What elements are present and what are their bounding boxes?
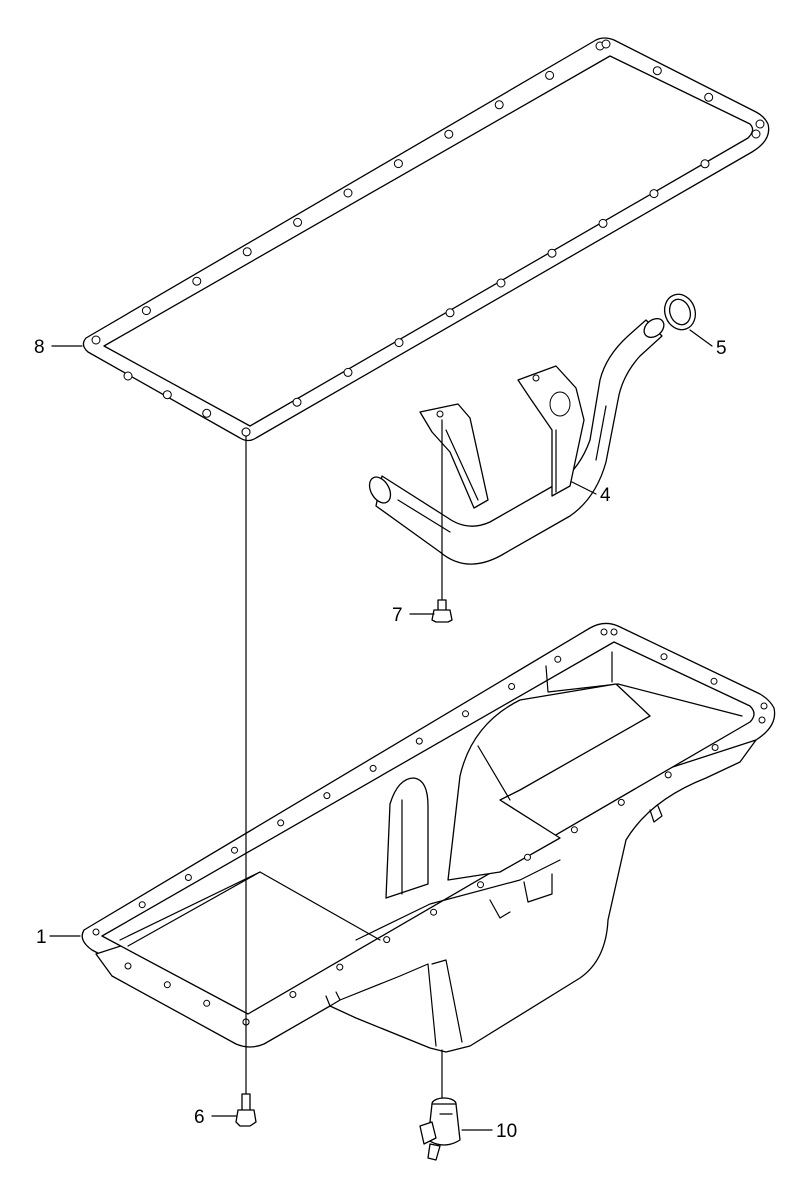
callout-label-6: 6 <box>194 1107 205 1128</box>
bolt-hole <box>277 819 285 827</box>
bolt-hole <box>203 999 211 1007</box>
bolt-hole <box>415 737 423 745</box>
callout-10: 10 <box>461 1121 517 1142</box>
callout-6: 6 <box>194 1107 237 1128</box>
bolt-part-6[interactable] <box>235 435 257 1127</box>
bolt-hole <box>343 188 353 198</box>
bolt-hole <box>393 159 403 169</box>
bolt-hole <box>598 218 608 228</box>
bolt-hole <box>184 874 192 881</box>
o-ring-part-5[interactable] <box>660 290 701 334</box>
bolt-hole <box>649 189 659 199</box>
bolt-hole <box>289 991 297 998</box>
callout-4: 4 <box>571 481 611 506</box>
callout-label-4: 4 <box>600 485 611 506</box>
bolt-hole <box>664 771 672 779</box>
bolt-hole <box>241 427 251 437</box>
bolt-hole <box>91 335 101 345</box>
gasket-part-8[interactable] <box>82 37 770 442</box>
bolt-hole <box>141 306 151 316</box>
bolt-hole <box>383 936 391 944</box>
bolt-hole <box>711 744 719 751</box>
drain-plug-part-10[interactable] <box>419 1049 461 1161</box>
callout-label-1: 1 <box>36 927 47 948</box>
callout-5: 5 <box>689 329 727 359</box>
bolt-hole <box>477 881 484 889</box>
bolt-hole <box>323 792 331 800</box>
bolt-hole <box>545 70 555 80</box>
callout-7: 7 <box>392 605 435 626</box>
bolt-hole <box>162 390 172 400</box>
suction-pipe-part-4[interactable] <box>365 315 667 565</box>
bolt-hole <box>293 217 303 227</box>
bolt-hole <box>554 655 562 663</box>
callout-1: 1 <box>36 927 81 948</box>
bolt-hole <box>601 39 611 49</box>
callout-8: 8 <box>34 337 83 358</box>
bolt-hole <box>430 908 438 916</box>
bolt-hole <box>124 962 132 970</box>
bolt-hole <box>755 119 765 129</box>
bolt-hole <box>704 92 714 102</box>
bolt-hole <box>336 963 344 971</box>
bolt-hole <box>617 798 625 806</box>
bolt-hole <box>508 683 516 690</box>
bolt-hole <box>547 248 557 258</box>
bolt-hole <box>751 129 761 139</box>
bolt-hole <box>444 129 454 139</box>
bolt-hole <box>600 628 608 636</box>
bolt-hole <box>231 846 238 854</box>
bolt-hole <box>92 928 100 936</box>
callout-label-8: 8 <box>34 337 45 358</box>
bolt-hole <box>660 653 668 661</box>
bolt-hole <box>610 628 618 636</box>
bolt-hole <box>292 397 302 407</box>
bolt-hole <box>570 826 578 834</box>
bolt-hole <box>192 276 202 286</box>
bolt-hole <box>123 371 133 381</box>
bolt-hole <box>494 100 504 110</box>
oil-pan-part-1[interactable] <box>81 622 776 1053</box>
bolt-hole <box>700 159 710 169</box>
bolt-hole <box>202 408 212 418</box>
bolt-hole <box>138 901 146 909</box>
bolt-hole <box>758 716 766 724</box>
bolt-hole <box>462 710 469 718</box>
bolt-hole <box>524 853 531 861</box>
bolt-hole <box>343 367 353 377</box>
callout-label-10: 10 <box>496 1121 517 1142</box>
bolt-hole <box>496 278 506 288</box>
bolt-hole <box>445 308 455 318</box>
bolt-hole <box>369 764 377 772</box>
bolt-part-7[interactable] <box>431 419 453 623</box>
callout-label-7: 7 <box>392 605 403 626</box>
bolt-hole <box>394 338 404 348</box>
bolt-hole <box>242 247 252 257</box>
bolt-hole <box>760 702 768 710</box>
callout-label-5: 5 <box>716 338 727 359</box>
bolt-hole <box>710 677 718 685</box>
bolt-hole <box>163 981 171 989</box>
bolt-hole <box>652 66 662 76</box>
